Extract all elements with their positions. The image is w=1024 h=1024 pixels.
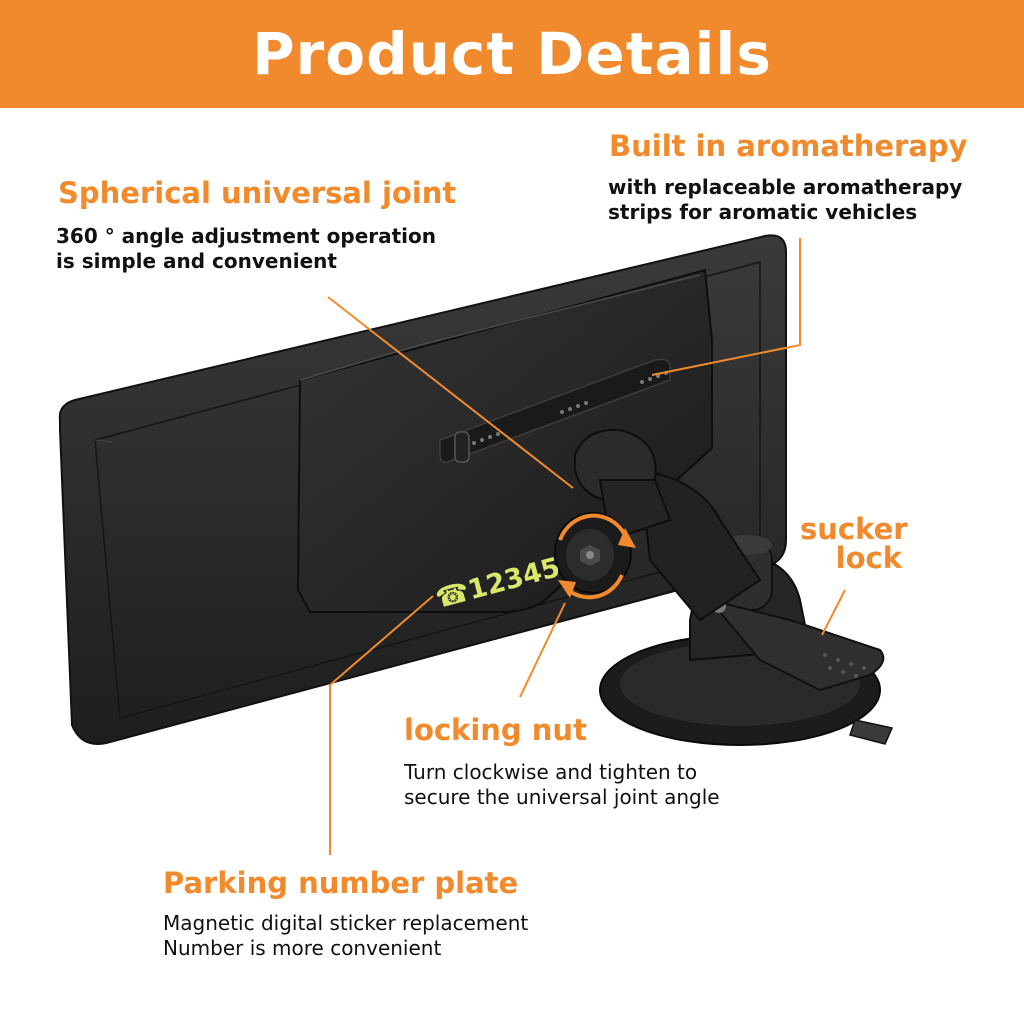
nut-line-2: secure the universal joint angle	[404, 785, 720, 809]
sucker-lock-title: sucker lock	[800, 512, 908, 575]
header-banner: Product Details	[0, 0, 1024, 108]
callout-lines	[327, 238, 846, 855]
parking-plate-description: Magnetic digital sticker replacement Num…	[163, 911, 528, 961]
aroma-line-2: strips for aromatic vehicles	[608, 200, 918, 224]
parking-number-digits: ☎123456	[428, 541, 581, 615]
joint-line-1: 360 ° angle adjustment operation	[56, 224, 437, 248]
joint-line-2: is simple and convenient	[56, 249, 337, 273]
locking-nut-description: Turn clockwise and tighten to secure the…	[404, 760, 720, 810]
plate-line-1: Magnetic digital sticker replacement	[163, 911, 529, 935]
plate-line-2: Number is more convenient	[163, 936, 442, 960]
plate-number-text: ☎123456	[432, 547, 558, 611]
joint-description: 360 ° angle adjustment operation is simp…	[56, 224, 436, 274]
joint-title: Spherical universal joint	[58, 176, 457, 210]
aroma-title: Built in aromatherapy	[609, 129, 968, 163]
page-title: Product Details	[252, 20, 772, 88]
sucker-line-1: sucker	[800, 512, 908, 546]
locking-nut-title: locking nut	[404, 713, 587, 747]
parking-plate-title: Parking number plate	[163, 866, 519, 900]
nut-line-1: Turn clockwise and tighten to	[404, 760, 698, 784]
aroma-line-1: with replaceable aromatherapy	[608, 175, 963, 199]
mount-arm	[554, 428, 762, 622]
sucker-line-2: lock	[835, 541, 902, 575]
aroma-description: with replaceable aromatherapy strips for…	[608, 175, 962, 225]
